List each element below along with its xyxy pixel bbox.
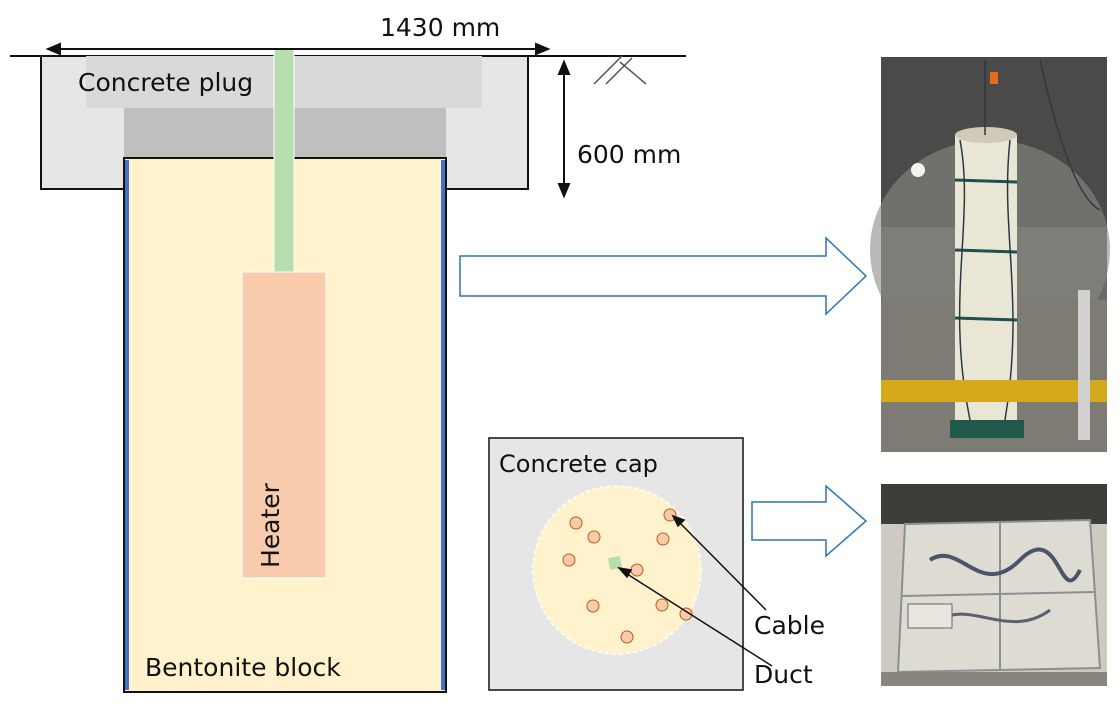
bentonite-block-label: Bentonite block: [145, 653, 341, 682]
photo-concrete-cap-frame: [881, 484, 1107, 686]
cable-dot: [587, 530, 601, 544]
cable-dot: [663, 508, 677, 522]
concrete-cap-label: Concrete cap: [499, 450, 658, 478]
cable-dot: [586, 599, 600, 613]
duct-label: Duct: [754, 660, 813, 689]
cable-dot: [679, 607, 693, 621]
cable-pointer: [671, 514, 767, 611]
cable-dot: [656, 532, 670, 546]
right-arrow-bottom: [751, 484, 868, 558]
concrete-plug-label: Concrete plug: [78, 68, 253, 97]
duct-pointer: [617, 566, 773, 667]
cable-dot: [562, 553, 576, 567]
cable-duct: [273, 47, 295, 273]
cable-dot: [569, 516, 583, 530]
width-dimension-arrow: [45, 42, 551, 56]
heater-label: Heater: [256, 482, 285, 568]
cable-dot: [630, 563, 644, 577]
cable-dot: [620, 630, 634, 644]
heater: [241, 271, 327, 579]
depth-dimension-label: 600 mm: [577, 140, 681, 169]
duct-square: [608, 556, 622, 570]
depth-dimension-arrow: [557, 59, 571, 199]
cable-dot: [655, 598, 669, 612]
width-dimension-label: 1430 mm: [380, 13, 500, 42]
ground-hatch-icon: [593, 55, 647, 85]
right-arrow-top: [459, 236, 868, 316]
cap-cross-section: [532, 485, 702, 655]
cable-label: Cable: [754, 611, 825, 640]
cable-dots: [562, 508, 693, 644]
photo-installed-buffer: [870, 57, 1110, 452]
